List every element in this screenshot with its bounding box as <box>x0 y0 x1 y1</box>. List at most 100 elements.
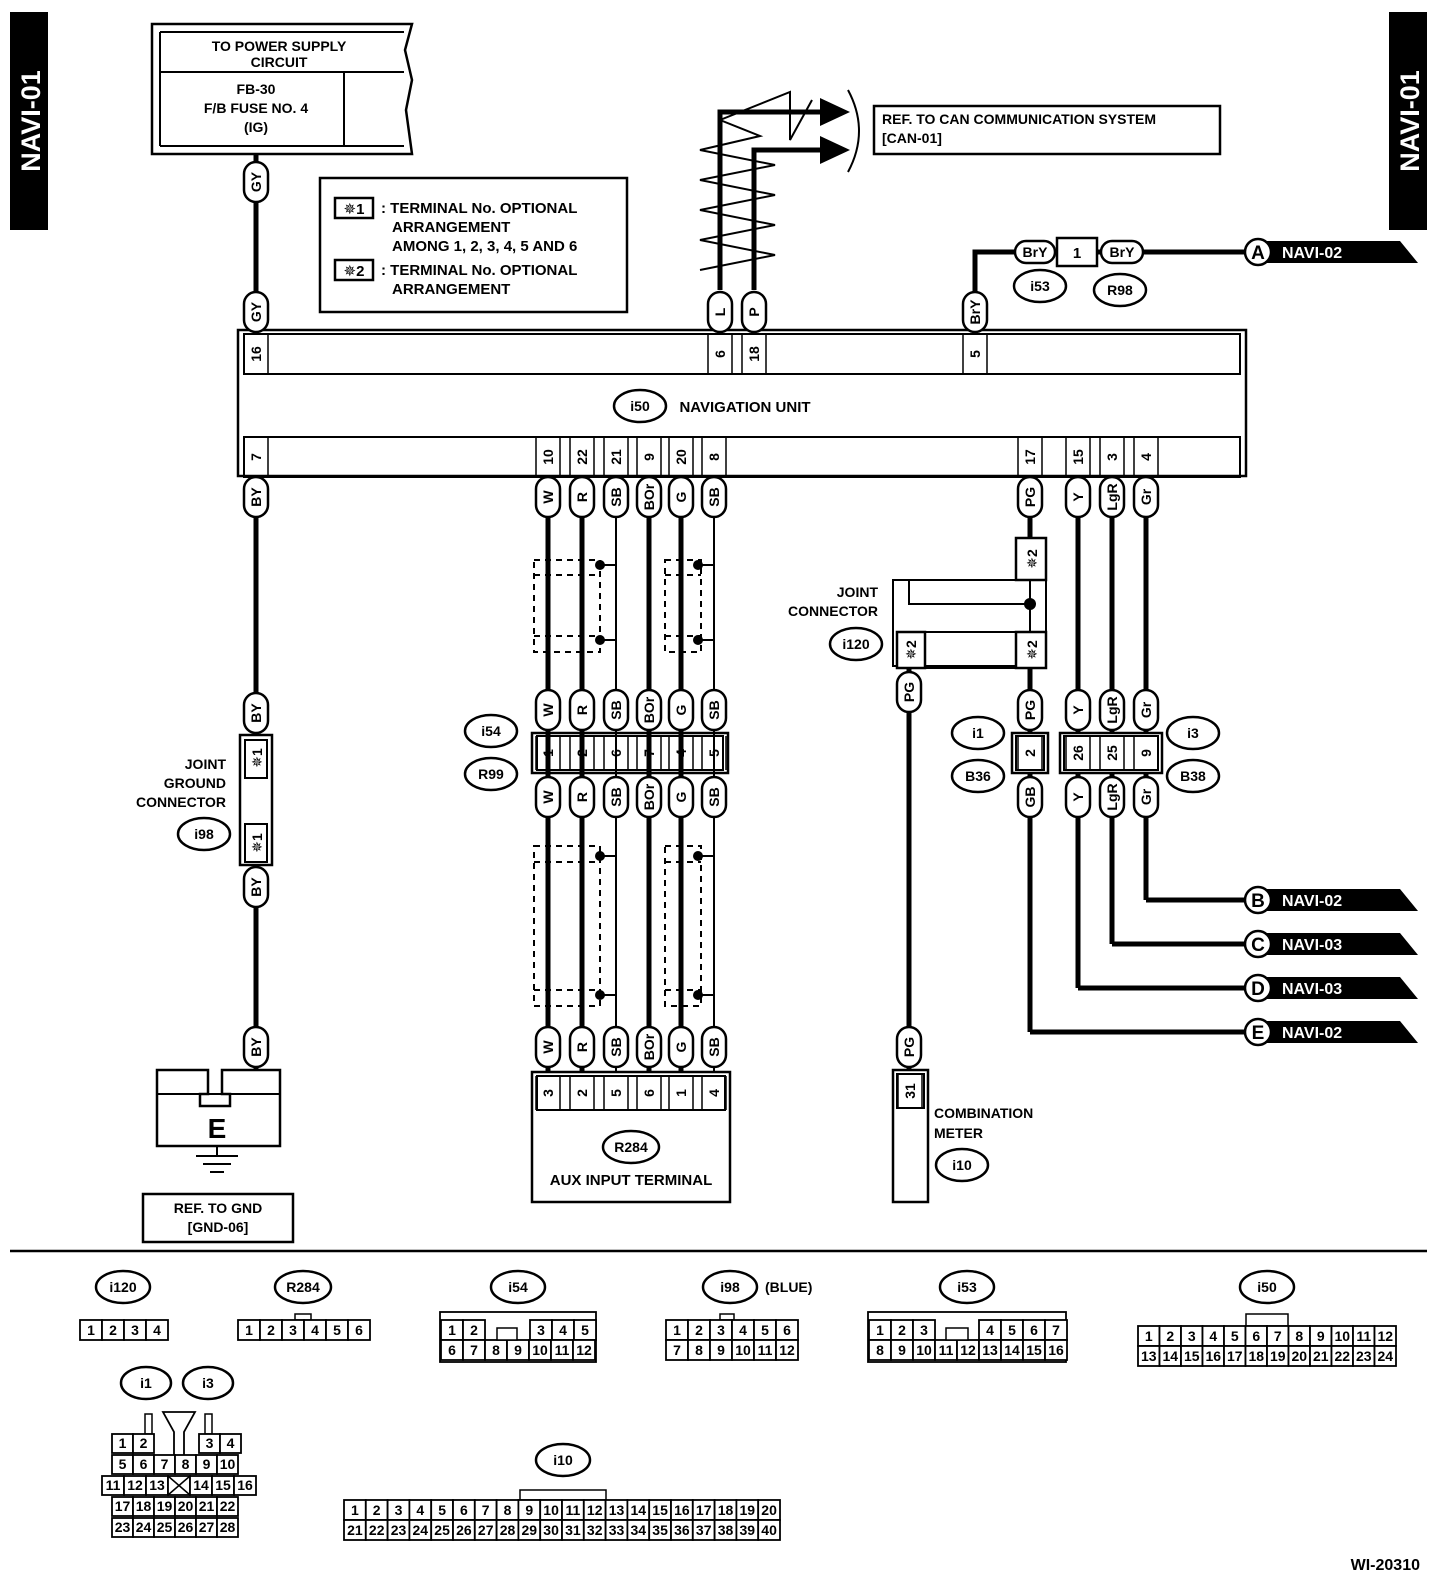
connector-id-oval <box>119 1365 173 1401</box>
r284-cell <box>347 1319 371 1341</box>
i50-pin: 11 <box>1356 1328 1371 1344</box>
i50-pin: 6 <box>1252 1328 1260 1344</box>
i1i3-pin: 4 <box>227 1435 235 1451</box>
wire-color-label: Gr <box>1138 701 1154 718</box>
legend-text2a: : TERMINAL No. OPTIONAL <box>381 262 577 279</box>
i10-pin: 28 <box>500 1522 516 1538</box>
i10-pin: 17 <box>696 1502 712 1518</box>
wire-color-tag <box>602 775 630 819</box>
can-wires <box>699 89 860 290</box>
legend-key2: ✵2 <box>344 263 365 280</box>
connector-id-oval <box>273 1269 333 1305</box>
wire-color-label: R <box>574 1042 590 1052</box>
connector-id-label: R284 <box>614 1139 648 1155</box>
ground-letter: E <box>208 1113 227 1144</box>
i53-pin: 3 <box>920 1322 928 1338</box>
i1i3-cell <box>132 1433 155 1454</box>
i1i3-pin: 18 <box>136 1498 152 1514</box>
wire-color-tag <box>568 688 596 732</box>
i98-pin: 12 <box>779 1342 795 1358</box>
i10-pin: 39 <box>740 1522 756 1538</box>
pin-number: 5 <box>608 1089 624 1097</box>
connector-id-label: i10 <box>553 1452 573 1468</box>
i1i3-pin: 25 <box>157 1519 173 1535</box>
connector-id-label: i120 <box>842 636 869 652</box>
key-tab <box>945 1327 969 1341</box>
jgc-label3: CONNECTOR <box>136 794 226 810</box>
i10-pin: 6 <box>460 1502 468 1518</box>
wire-color-label: R <box>574 705 590 715</box>
i10-pin: 13 <box>609 1502 625 1518</box>
wire-color-tag <box>1098 475 1126 519</box>
i54-pin: 8 <box>492 1342 500 1358</box>
i54-pin: 6 <box>448 1342 456 1358</box>
wire-color-tag <box>1013 239 1057 265</box>
i1i3-pin: 21 <box>199 1498 215 1514</box>
wire-color-tag <box>1064 688 1092 732</box>
connector-id-oval <box>938 1269 996 1305</box>
connector-id-label: R99 <box>478 766 504 782</box>
i1i3-pin: 6 <box>140 1456 148 1472</box>
i54-pin: 9 <box>514 1342 522 1358</box>
i50-pin: 21 <box>1313 1348 1329 1364</box>
i50-pin: 9 <box>1317 1328 1325 1344</box>
page-tag-left: NAVI-01 <box>10 12 48 230</box>
wire-color-tag <box>602 1025 630 1069</box>
wire-color-tag <box>635 688 663 732</box>
ref-letter-E: E <box>1252 1023 1265 1044</box>
i53-pin: 13 <box>982 1342 998 1358</box>
wire-color-tag <box>242 475 270 519</box>
i10-pin: 27 <box>478 1522 494 1538</box>
ref-circle-D <box>1243 973 1273 1003</box>
i10-pin: 32 <box>587 1522 603 1538</box>
i10-pin: 2 <box>373 1502 381 1518</box>
i10-pin: 10 <box>543 1502 559 1518</box>
connector-id-label: i10 <box>952 1157 972 1173</box>
can-ref-box: REF. TO CAN COMMUNICATION SYSTEM [CAN-01… <box>872 104 1222 156</box>
wire-color-tag <box>1098 775 1126 819</box>
wire-color-label: BOr <box>641 483 657 510</box>
connector-id-label: i53 <box>1030 278 1050 294</box>
pin-number: 20 <box>673 449 689 465</box>
i50-pin: 14 <box>1162 1348 1178 1364</box>
i10-pin: 21 <box>347 1522 363 1538</box>
wire-color-label: G <box>673 791 689 802</box>
jc-label1: JOINT <box>837 584 879 600</box>
i120-pin: 2 <box>109 1322 117 1338</box>
i1i3-cell <box>233 1475 257 1496</box>
i53-pin: 2 <box>898 1322 906 1338</box>
i98-pin: 4 <box>739 1322 747 1338</box>
ref-arrow-B <box>1262 889 1418 911</box>
wire-color-tag <box>1016 475 1044 519</box>
r284-pin: 2 <box>267 1322 275 1338</box>
i98-pin: 3 <box>717 1322 725 1338</box>
i10-pin: 23 <box>391 1522 407 1538</box>
i1i3-pin: 8 <box>182 1456 190 1472</box>
jgc-label1: JOINT <box>185 756 227 772</box>
i50-pin: 7 <box>1274 1328 1282 1344</box>
i120-pin: 3 <box>131 1322 139 1338</box>
r284-pin: 1 <box>245 1322 253 1338</box>
i10-pin: 14 <box>631 1502 647 1518</box>
pin-number: 6 <box>608 749 624 757</box>
i10-pin: 26 <box>456 1522 472 1538</box>
wire-color-label: Y <box>1070 792 1086 802</box>
i50-pin: 13 <box>1141 1348 1157 1364</box>
i98-pin: 2 <box>695 1322 703 1338</box>
i98-pin: 6 <box>783 1322 791 1338</box>
i10-pin: 36 <box>674 1522 690 1538</box>
i53-pin: 8 <box>876 1342 884 1358</box>
i10-pin: 34 <box>631 1522 647 1538</box>
i1i3-pin: 7 <box>161 1456 169 1472</box>
aux-section: AUX INPUT TERMINAL <box>530 520 732 1204</box>
connector-id-oval <box>534 1442 592 1478</box>
connector-id-oval <box>934 1147 990 1183</box>
r284-pin: 4 <box>311 1322 319 1338</box>
wire-color-tag <box>1099 239 1145 265</box>
jc-star-left: ✵2 <box>903 640 919 660</box>
pin-number: 26 <box>1070 745 1086 761</box>
i10-pin: 1 <box>351 1502 359 1518</box>
i50-pin: 15 <box>1184 1348 1200 1364</box>
wire-color-tag <box>242 290 270 334</box>
i54-pin: 1 <box>448 1322 456 1338</box>
